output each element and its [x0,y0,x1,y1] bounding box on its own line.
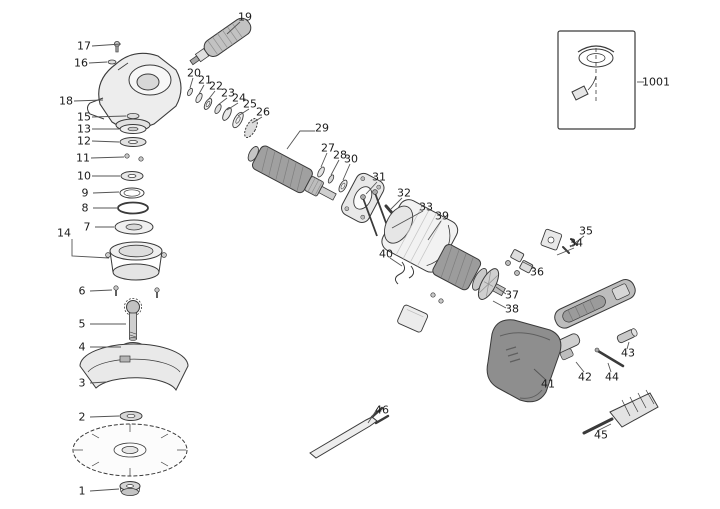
axis-washers [187,87,258,139]
wrench-46-part [309,406,390,459]
armature-29-part [247,145,337,201]
cover-screws-part [430,292,444,304]
part-label-20: 20 [187,66,201,80]
gear-housing [87,52,182,132]
spindle-stack [114,113,154,235]
rear-rotor-fan-part [432,244,506,300]
part-label-35: 35 [579,224,593,238]
part-label-10: 10 [77,169,91,183]
screws-6-part [113,285,160,298]
part-label-46: 46 [375,403,389,417]
rear-handle-top-part [554,279,636,329]
leader-lines [71,21,644,492]
flange-nut-1-part [119,481,141,496]
part-label-4: 4 [78,340,86,354]
grinding-disc-part [72,423,188,477]
part-label-16: 16 [74,56,88,70]
part-label-32: 32 [397,186,411,200]
part-label-9: 9 [81,186,89,200]
part-label-15: 15 [77,110,91,124]
part-label-30: 30 [344,152,358,166]
knob-43-part [616,328,638,344]
part-label-1: 1 [78,484,86,498]
brush-holders-36-part [505,249,534,276]
part-label-41: 41 [541,377,555,391]
part-label-3: 3 [78,376,86,390]
part-label-28: 28 [333,148,347,162]
part-label-14: 14 [57,226,71,240]
wheel-guard-3-part [79,343,189,392]
part-label-6: 6 [78,284,86,298]
part-label-33: 33 [419,200,433,214]
part-label-19: 19 [238,10,252,24]
part-label-38: 38 [505,302,519,316]
part-label-12: 12 [77,134,91,148]
part-label-2: 2 [78,410,86,424]
bearing-flange-assembly [105,241,167,281]
part-label-24: 24 [232,91,246,105]
part-label-42: 42 [578,370,592,384]
washers-27-28-bearing-30 [317,166,348,193]
part-label-11: 11 [76,151,90,165]
part-label-26: 26 [256,105,270,119]
washer-2-part [119,411,143,421]
part-label-29: 29 [315,121,329,135]
motor-housing-41-part [486,319,562,403]
part-label-43: 43 [621,346,635,360]
screw-17-part [114,41,121,53]
part-label-40: 40 [379,247,393,261]
side-handle-19-part [189,17,252,66]
part-label-45: 45 [594,428,608,442]
plate-34-part [540,228,563,251]
rod-44-part [594,347,625,368]
brush-cover-part [397,304,429,333]
part-label-23: 23 [221,86,235,100]
field-wires-40-part [394,261,415,285]
part-label-34: 34 [569,236,583,250]
washer-16-part [107,59,117,65]
part-label-8: 8 [81,201,89,215]
part-label-39: 39 [435,209,449,223]
brush-45-part [582,389,659,435]
part-label-22: 22 [209,79,223,93]
part-label-31: 31 [372,170,386,184]
spindle-5-part [124,297,143,341]
part-label-18: 18 [59,94,73,108]
screws-35-part [562,238,578,254]
part-label-5: 5 [78,317,86,331]
inset-box-1001 [557,30,636,130]
part-label-36: 36 [530,265,544,279]
part-label-25: 25 [243,97,257,111]
part-label-44: 44 [605,370,619,384]
part-label-21: 21 [198,73,212,87]
part-label-37: 37 [505,288,519,302]
part-label-27: 27 [321,141,335,155]
part-label-7: 7 [83,220,91,234]
part-label-1001: 1001 [642,75,670,89]
part-label-17: 17 [77,39,91,53]
part-label-13: 13 [77,122,91,136]
